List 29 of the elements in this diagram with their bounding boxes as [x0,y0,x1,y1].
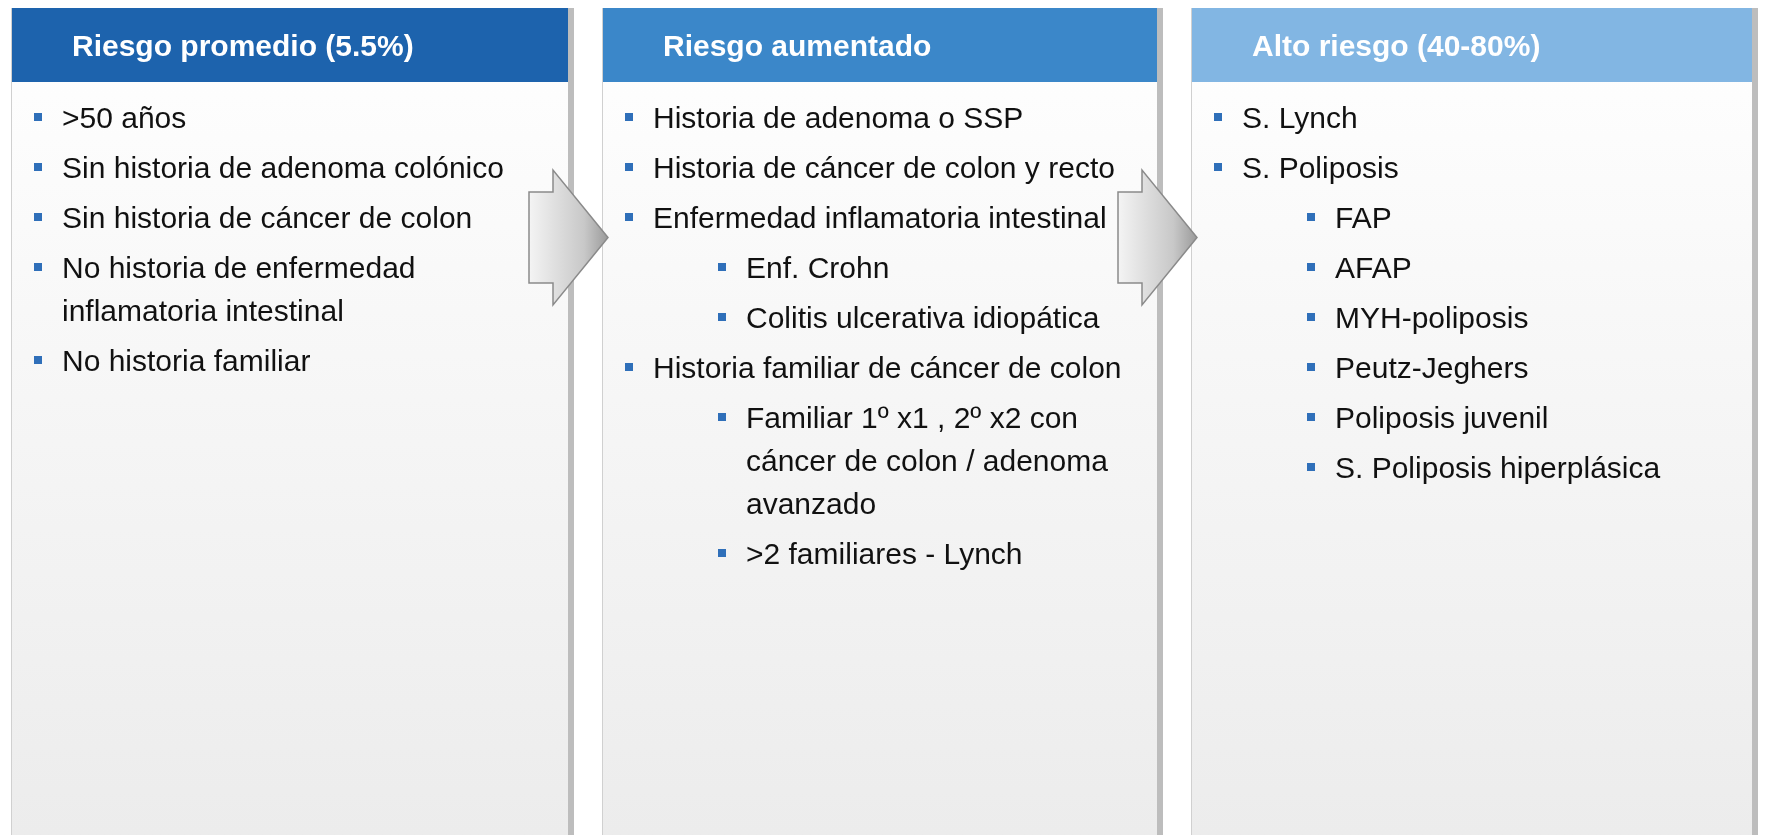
list-item: Historia de adenoma o SSP [653,100,1024,136]
list-item: Colitis ulcerativa idiopática [746,300,1100,336]
list-item: >2 familiares - Lynch [746,536,1023,572]
list-item: Poliposis juvenil [1335,400,1549,436]
list-item: FAP [1335,200,1392,236]
list-item: MYH-poliposis [1335,300,1529,336]
list-item: Enfermedad inflamatoria intestinal [653,200,1107,236]
list-item: No historia de enfermedad inflamatoria intestinal [62,250,417,329]
list-item: Historia familiar de cáncer de colon [653,350,1122,386]
risk-panel [602,8,1163,835]
list-item: Enf. Crohn [746,250,890,286]
block-arrow [528,167,609,308]
list-item: Sin historia de cáncer de colon [62,200,473,236]
risk-panel [11,8,574,835]
list-item: Historia de cáncer de colon y recto [653,150,1115,186]
list-item: No historia familiar [62,343,311,379]
panel-header: Alto riesgo (40-80%) [1192,8,1752,82]
list-item: S. Poliposis hiperplásica [1335,450,1661,486]
list-item: S. Poliposis [1242,150,1399,186]
list-item: AFAP [1335,250,1412,286]
block-arrow [1117,167,1198,308]
risk-panel [1191,8,1758,835]
list-item: >50 años [62,100,187,136]
list-item: Familiar 1º x1 , 2º x2 con cáncer de colon / adenoma avanzado [746,400,1109,522]
panel-header: Riesgo aumentado [603,8,1157,82]
panel-header: Riesgo promedio (5.5%) [12,8,568,82]
list-item: Sin historia de adenoma colónico [62,150,504,186]
list-item: S. Lynch [1242,100,1358,136]
list-item: Peutz-Jeghers [1335,350,1529,386]
